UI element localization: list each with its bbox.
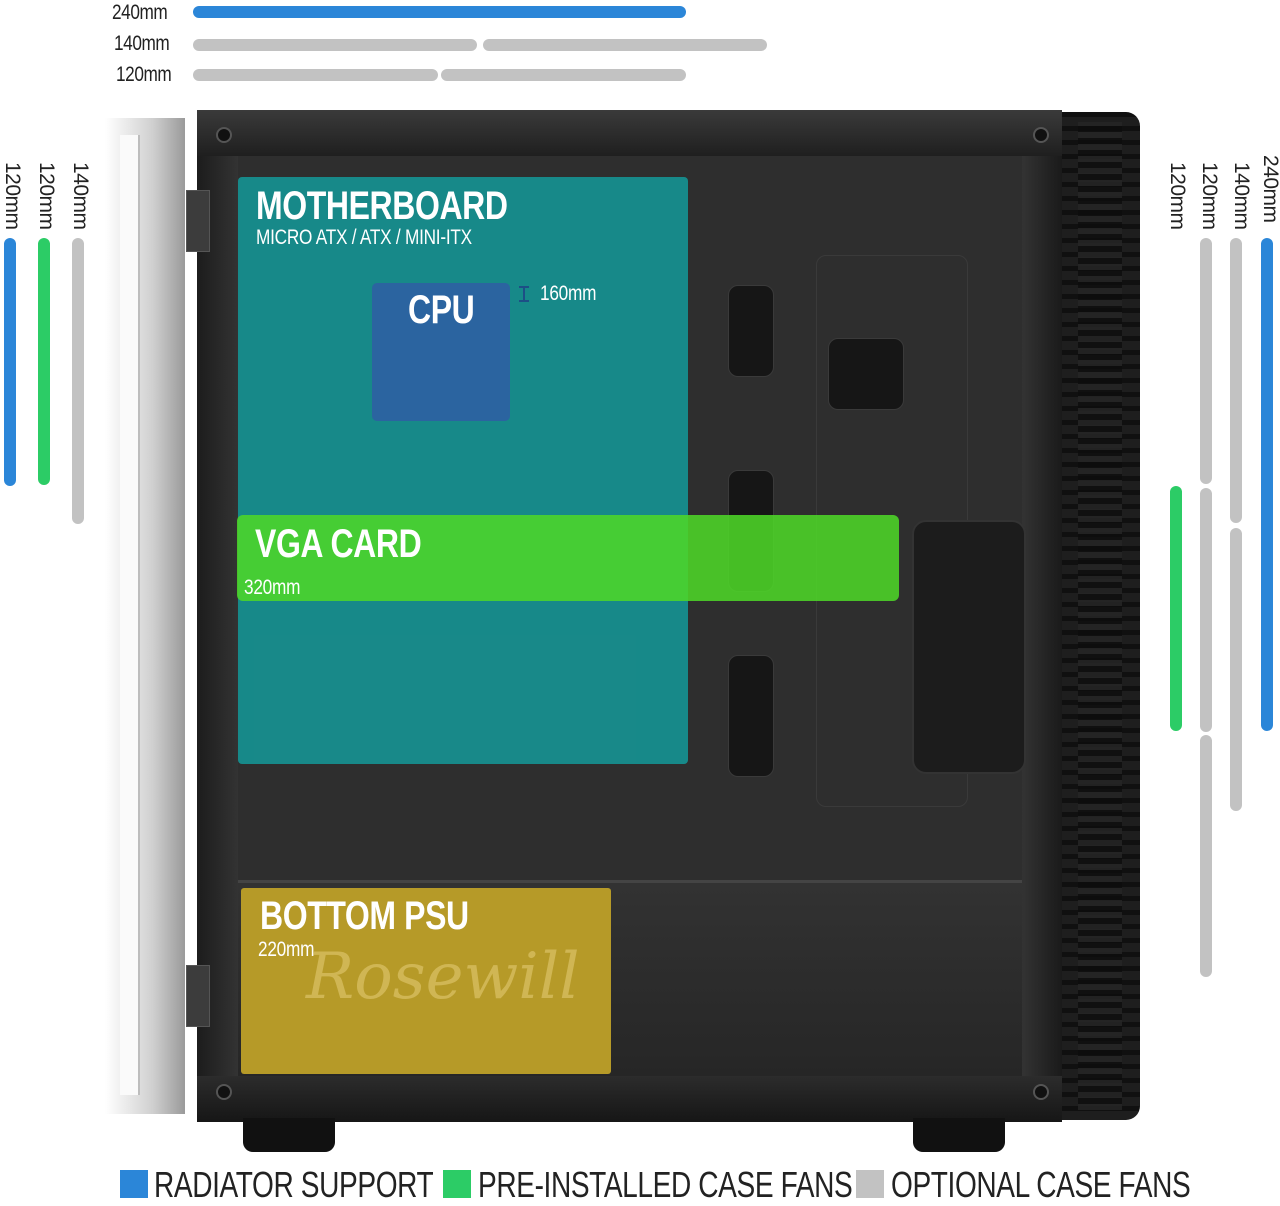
psu-area — [241, 888, 611, 1074]
case-bottom-frame — [197, 1076, 1062, 1122]
motherboard-subtitle: MICRO ATX / ATX / MINI-ITX — [256, 226, 472, 249]
front-dim-label-1: 120mm — [1166, 162, 1189, 230]
door-hinge-top — [186, 190, 210, 252]
front-optional-fan-140-bar-1 — [1230, 238, 1242, 523]
legend-preinstalled-swatch — [443, 1170, 471, 1198]
psu-length: 220mm — [258, 938, 315, 961]
case-rear-frame — [197, 156, 238, 1076]
legend-optional-swatch — [856, 1170, 884, 1198]
front-dim-label-4: 240mm — [1259, 155, 1280, 223]
top-fan-140-bar-2 — [483, 39, 767, 51]
front-optional-fan-120-bar-3 — [1200, 735, 1212, 977]
rear-radiator-120-bar — [4, 238, 16, 486]
cpu-clearance-label: 160mm — [540, 282, 597, 305]
mesh-front-panel — [1062, 112, 1140, 1120]
glass-door-panel — [120, 135, 140, 1095]
top-dim-label-140: 140mm — [114, 32, 170, 55]
rear-dim-label-3: 140mm — [69, 162, 92, 230]
legend-preinstalled-label: PRE-INSTALLED CASE FANS — [478, 1164, 853, 1205]
top-fan-120-bar-2 — [441, 69, 686, 81]
front-optional-fan-140-bar-2 — [1230, 528, 1242, 811]
front-fan — [912, 520, 1026, 774]
top-dim-label-240: 240mm — [112, 1, 168, 24]
screw-icon — [1033, 1084, 1049, 1100]
screw-icon — [216, 127, 232, 143]
cable-grommet — [728, 655, 774, 777]
drive-bracket — [828, 338, 904, 410]
case-foot-left — [243, 1118, 335, 1152]
vga-card-length: 320mm — [244, 576, 301, 599]
rear-dim-label-2: 120mm — [35, 162, 58, 230]
vga-card-area — [237, 515, 899, 601]
cpu-clearance-icon — [517, 286, 531, 302]
glass-door-edge — [105, 118, 185, 1114]
top-radiator-240-bar — [193, 6, 686, 18]
front-dim-label-2: 120mm — [1198, 162, 1221, 230]
case-front-frame — [1022, 156, 1062, 1076]
cpu-title: CPU — [408, 288, 475, 332]
motherboard-area — [238, 177, 688, 764]
rear-preinstalled-fan-bar — [38, 238, 50, 485]
front-radiator-240-bar — [1261, 238, 1273, 731]
motherboard-title: MOTHERBOARD — [256, 184, 508, 228]
rear-dim-label-1: 120mm — [1, 162, 24, 230]
rosewill-logo: Rosewill — [306, 940, 580, 1014]
top-fan-120-bar-1 — [193, 69, 438, 81]
vga-card-title: VGA CARD — [255, 522, 422, 566]
psu-title: BOTTOM PSU — [260, 894, 469, 938]
case-top-frame — [197, 110, 1062, 156]
front-optional-fan-120-bar-1 — [1200, 238, 1212, 484]
rear-optional-fan-140-bar — [72, 238, 84, 524]
door-hinge-bottom — [186, 965, 210, 1027]
top-dim-label-120: 120mm — [116, 63, 172, 86]
cpu-area — [372, 283, 510, 421]
legend-radiator-label: RADIATOR SUPPORT — [154, 1164, 434, 1205]
cable-grommet — [728, 285, 774, 377]
case-foot-right — [913, 1118, 1005, 1152]
front-optional-fan-120-bar-2 — [1200, 488, 1212, 732]
front-dim-label-3: 140mm — [1230, 162, 1253, 230]
legend-radiator-swatch — [120, 1170, 148, 1198]
screw-icon — [216, 1084, 232, 1100]
screw-icon — [1033, 127, 1049, 143]
front-preinstalled-fan-bar — [1170, 486, 1182, 731]
top-fan-140-bar-1 — [193, 39, 477, 51]
legend-optional-label: OPTIONAL CASE FANS — [891, 1164, 1191, 1205]
